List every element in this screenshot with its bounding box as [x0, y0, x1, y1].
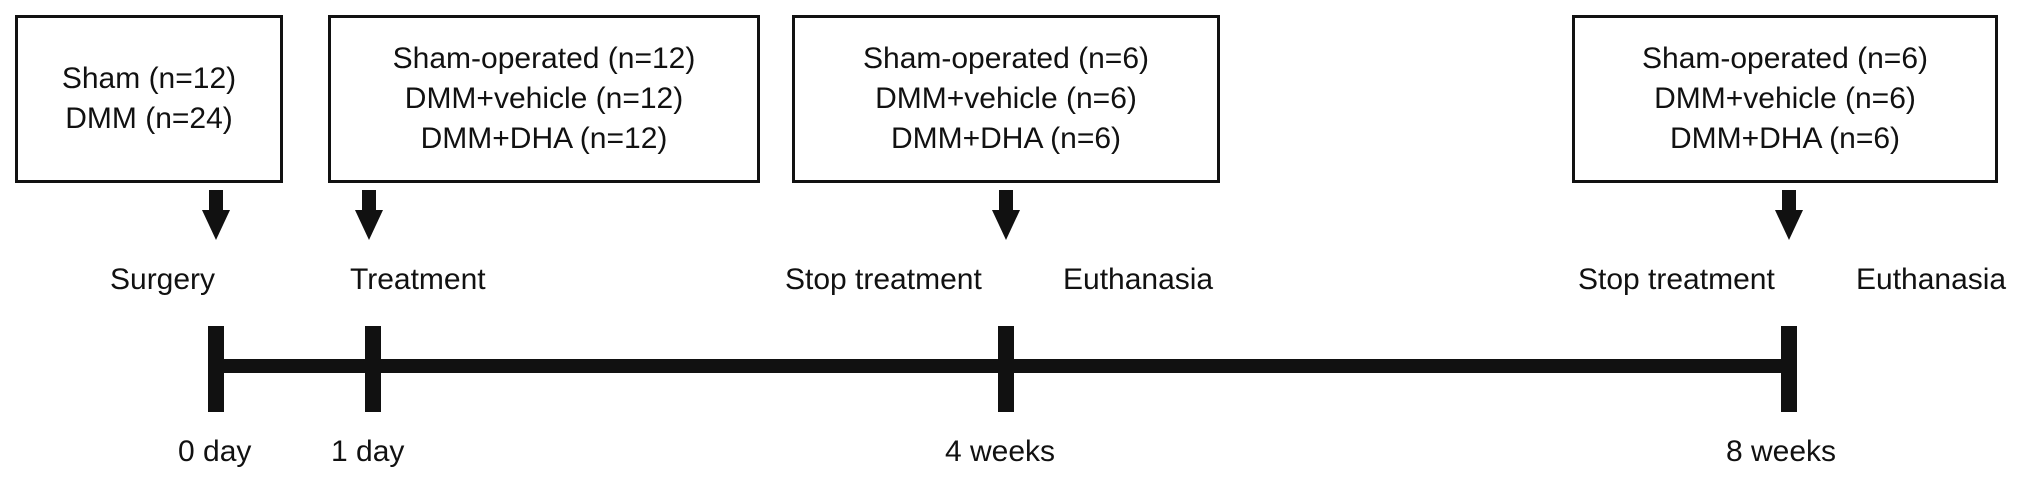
event-label-euthanasia-4-weeks: Euthanasia [1063, 263, 1214, 296]
box-line: DMM+DHA (n=6) [1669, 122, 1901, 155]
box-line: DMM+vehicle (n=6) [1654, 82, 1916, 115]
box-line: DMM+DHA (n=6) [890, 122, 1122, 155]
group-box-baseline: Sham (n=12) DMM (n=24) [15, 15, 283, 183]
group-box-8-weeks: Sham-operated (n=6) DMM+vehicle (n=6) DM… [1572, 15, 1998, 183]
timepoint-label-0-day: 0 day [178, 435, 252, 468]
box-line: Sham-operated (n=6) [863, 42, 1149, 75]
event-label-surgery: Surgery [110, 263, 216, 296]
box-line: DMM+vehicle (n=6) [875, 82, 1137, 115]
arrow-down-icon-surgery [202, 190, 230, 240]
timeline-tick-8-weeks [1781, 326, 1797, 412]
event-label-treatment: Treatment [350, 263, 486, 296]
event-label-euthanasia-8-weeks: Euthanasia [1856, 263, 2007, 296]
timeline-tick-1-day [365, 326, 381, 412]
box-line: DMM+DHA (n=12) [420, 122, 668, 155]
timepoint-label-4-weeks: 4 weeks [945, 435, 1056, 468]
group-box-treatment: Sham-operated (n=12) DMM+vehicle (n=12) … [328, 15, 760, 183]
box-line: Sham-operated (n=6) [1642, 42, 1928, 75]
timeline-tick-0-day [208, 326, 224, 412]
timepoint-label-8-weeks: 8 weeks [1726, 435, 1837, 468]
arrow-down-icon-treatment [355, 190, 383, 240]
event-label-stop-treatment-4-weeks: Stop treatment [785, 263, 982, 296]
timepoint-label-1-day: 1 day [331, 435, 405, 468]
group-box-4-weeks: Sham-operated (n=6) DMM+vehicle (n=6) DM… [792, 15, 1220, 183]
arrow-down-icon-4-weeks [992, 190, 1020, 240]
box-line: DMM (n=24) [65, 102, 233, 135]
timeline-tick-4-weeks [998, 326, 1014, 412]
arrow-down-icon-8-weeks [1775, 190, 1803, 240]
event-label-stop-treatment-8-weeks: Stop treatment [1578, 263, 1775, 296]
box-line: Sham (n=12) [61, 62, 237, 95]
box-line: DMM+vehicle (n=12) [404, 82, 684, 115]
box-line: Sham-operated (n=12) [392, 42, 696, 75]
